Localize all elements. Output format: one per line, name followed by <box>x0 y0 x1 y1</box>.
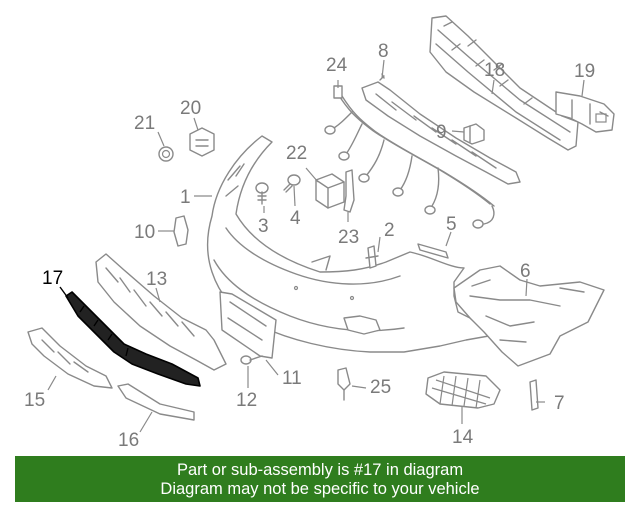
callout-21[interactable]: 21 <box>134 113 155 134</box>
callout-3[interactable]: 3 <box>258 216 269 237</box>
callout-2[interactable]: 2 <box>384 220 395 241</box>
part-4-bolt[interactable] <box>283 174 301 193</box>
info-banner: Part or sub-assembly is #17 in diagram D… <box>15 456 625 502</box>
callout-9[interactable]: 9 <box>436 122 447 143</box>
part-12-screw[interactable] <box>240 355 263 365</box>
callout-11[interactable]: 11 <box>282 368 302 389</box>
part-11-plate-bracket[interactable] <box>219 291 277 359</box>
part-18-reinforcement[interactable] <box>429 15 579 151</box>
leader-lines <box>47 59 585 433</box>
callout-4[interactable]: 4 <box>290 208 301 229</box>
callout-18[interactable]: 18 <box>484 60 505 81</box>
part-15-lower-trim[interactable] <box>27 327 113 389</box>
part-20-sensor[interactable] <box>189 127 215 157</box>
part-2-clip[interactable] <box>365 245 379 269</box>
callout-20[interactable]: 20 <box>180 98 201 119</box>
callout-25[interactable]: 25 <box>370 377 391 398</box>
callout-19[interactable]: 19 <box>574 61 595 82</box>
callout-7[interactable]: 7 <box>554 393 565 414</box>
callout-12[interactable]: 12 <box>236 390 257 411</box>
part-10-clip[interactable] <box>173 215 189 247</box>
part-8-absorber[interactable] <box>361 73 521 185</box>
callout-14[interactable]: 14 <box>452 427 474 448</box>
banner-line-2: Diagram may not be specific to your vehi… <box>160 480 480 498</box>
part-9-clip[interactable] <box>463 123 485 145</box>
part-22-module[interactable] <box>315 173 345 209</box>
part-7-clip[interactable] <box>529 379 539 411</box>
callout-5[interactable]: 5 <box>446 214 457 235</box>
callout-8[interactable]: 8 <box>378 41 389 62</box>
callout-13[interactable]: 13 <box>146 269 167 290</box>
callout-16[interactable]: 16 <box>118 430 139 451</box>
part-1-bumper-cover[interactable] <box>206 135 501 353</box>
part-3-screw[interactable] <box>255 182 269 205</box>
part-19-bracket[interactable] <box>555 91 615 133</box>
part-5-trim-strip[interactable] <box>417 243 449 259</box>
part-16-trim-strip[interactable] <box>117 383 195 421</box>
part-6-lower-cover[interactable] <box>453 265 605 367</box>
part-24-wiring-harness[interactable] <box>324 85 495 229</box>
banner-line-1: Part or sub-assembly is #17 in diagram <box>176 461 464 479</box>
part-17-molding-strip[interactable] <box>65 291 201 387</box>
callout-10[interactable]: 10 <box>134 222 155 243</box>
part-25-fastener[interactable] <box>337 367 351 401</box>
callout-6[interactable]: 6 <box>520 261 531 282</box>
part-13-lower-grille[interactable] <box>95 253 227 371</box>
callout-labels: 1 2 3 4 5 6 7 8 9 10 11 12 13 14 15 16 1… <box>24 41 595 451</box>
callout-24[interactable]: 24 <box>326 55 348 76</box>
callout-23[interactable]: 23 <box>338 227 359 248</box>
part-23-bracket[interactable] <box>343 169 355 213</box>
callout-1[interactable]: 1 <box>180 187 191 208</box>
part-21-sensor-ring[interactable] <box>158 146 174 162</box>
callout-17-highlighted[interactable]: 17 <box>42 268 63 289</box>
part-14-grille-insert[interactable] <box>425 371 501 409</box>
callout-22[interactable]: 22 <box>286 143 307 164</box>
callout-15[interactable]: 15 <box>24 390 45 411</box>
